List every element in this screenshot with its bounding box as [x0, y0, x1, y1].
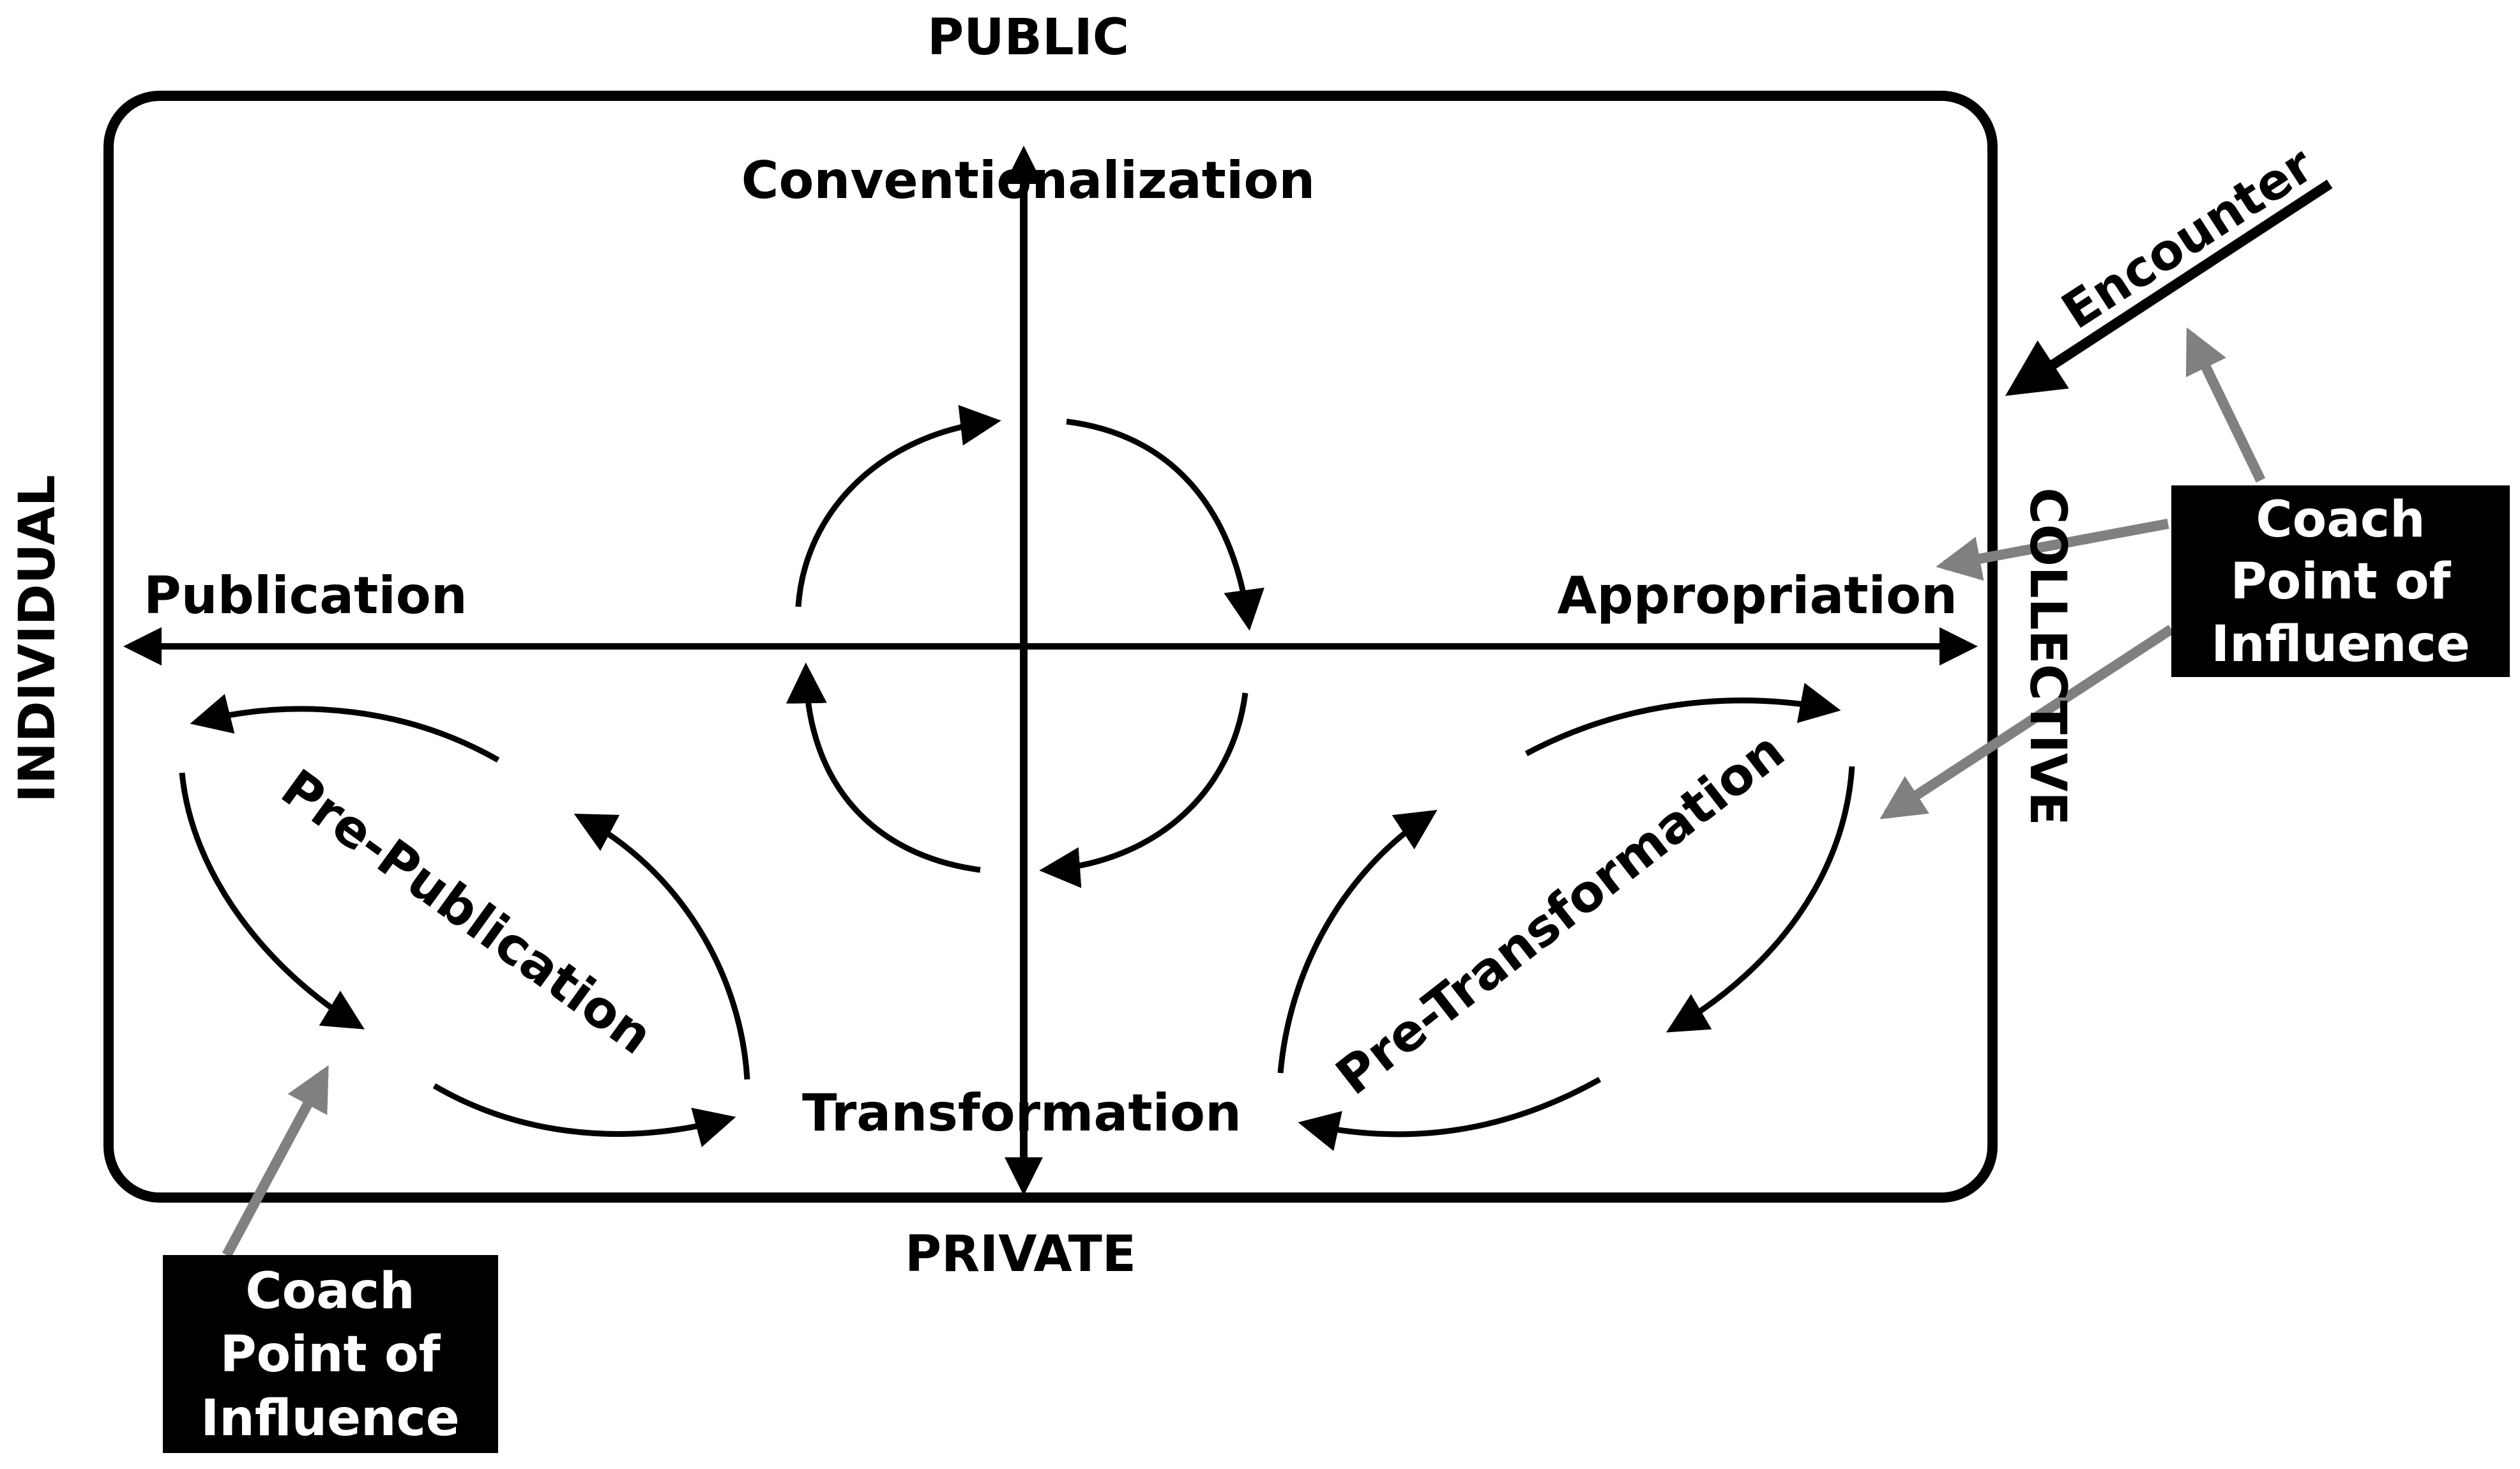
- pre-trans-arrow-left: [1277, 809, 1438, 1074]
- cycle-arrow-top-left: [795, 405, 1001, 607]
- coach-arrow-to-pre-publication: [222, 1065, 330, 1258]
- stage-label-publication: Publication: [144, 566, 467, 625]
- pre-transformation-loop: [1277, 683, 1855, 1152]
- space-frame: [103, 91, 1998, 1203]
- pre-trans-arrow-bottom: [1298, 1077, 1602, 1152]
- stage-label-pre-publication: Pre-Publication: [271, 758, 664, 1066]
- pre-trans-arrow-right: [1666, 766, 1855, 1033]
- coach-arrow-to-pre-transformation: [1879, 625, 2175, 819]
- axis-label-public: PUBLIC: [927, 9, 1129, 66]
- axis-label-collective: COLLECTIVE: [2019, 487, 2076, 825]
- cycle-arrow-top-right: [1066, 418, 1264, 631]
- coach-box-right-line1: Coach: [2256, 491, 2425, 549]
- stage-label-conventionalization: Conventionalization: [741, 151, 1316, 210]
- axis-label-private: PRIVATE: [905, 1226, 1136, 1283]
- central-cycle: [786, 405, 1264, 888]
- coach-box-left-line1: Coach: [245, 1263, 414, 1320]
- pre-pub-arrow-right: [573, 813, 750, 1080]
- pre-pub-arrow-bottom: [432, 1083, 736, 1148]
- encounter-arrow: [2005, 179, 2333, 396]
- coach-box-left-line3: Influence: [201, 1390, 459, 1447]
- pre-pub-arrow-left: [179, 772, 365, 1030]
- coach-arrow-to-appropriation: [1936, 519, 2169, 581]
- pre-trans-arrow-top: [1524, 683, 1841, 756]
- cycle-arrow-bottom-right: [1039, 692, 1249, 888]
- coach-box-right: Coach Point of Influence: [2171, 485, 2510, 677]
- cycle-arrow-bottom-left: [786, 662, 981, 873]
- coach-box-bottom-left: Coach Point of Influence: [163, 1255, 498, 1453]
- pre-pub-arrow-top: [190, 694, 500, 763]
- pre-publication-loop: [179, 694, 750, 1148]
- coach-arrow-to-encounter: [2185, 327, 2266, 483]
- stage-label-transformation: Transformation: [802, 1083, 1241, 1143]
- coach-box-right-line3: Influence: [2211, 616, 2470, 673]
- coach-influence-arrows: [222, 327, 2266, 1258]
- stage-label-pre-transformation: Pre-Transformation: [1325, 720, 1795, 1106]
- coach-box-right-line2: Point of: [2231, 553, 2452, 611]
- axis-label-individual: INDIVIDUAL: [9, 475, 66, 802]
- encounter-label: Encounter: [2052, 136, 2323, 340]
- stage-label-appropriation: Appropriation: [1557, 566, 1957, 625]
- coach-box-left-line2: Point of: [220, 1326, 441, 1383]
